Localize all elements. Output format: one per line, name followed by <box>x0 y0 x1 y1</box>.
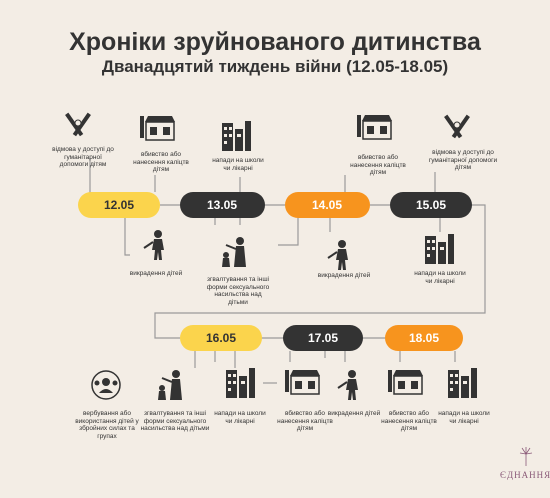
svg-text:12.05: 12.05 <box>104 198 134 212</box>
sexual-violence-icon <box>221 236 247 268</box>
date-pill-1605: 16.05 <box>180 325 262 351</box>
destroyed-building-icon <box>425 234 454 264</box>
denial-icon <box>443 114 471 139</box>
date-pill-1405: 14.05 <box>285 192 370 218</box>
label-abduction-1405: викрадення дітей <box>317 272 371 279</box>
destroyed-building-icon <box>226 368 255 398</box>
abduction-icon <box>143 229 165 261</box>
label-abduction-1305: викрадення дітей <box>129 270 183 277</box>
destroyed-building-icon <box>222 121 251 151</box>
label-attacks-1505: напади на школи чи лікарні <box>414 270 466 285</box>
label-kill-1805: вбивство або нанесення каліцтв дітям <box>381 410 437 432</box>
sexual-violence-icon <box>157 369 183 401</box>
shop-damage-icon <box>356 114 393 140</box>
label-denial-1205: відмова у доступі до гуманітарної допомо… <box>52 146 114 168</box>
svg-text:16.05: 16.05 <box>206 331 236 345</box>
date-pill-1505: 15.05 <box>390 192 472 218</box>
label-attacks-1605: напади на школи чи лікарні <box>214 410 266 425</box>
page-title: Хроніки зруйнованого дитинства <box>69 28 481 56</box>
timeline-connector <box>89 158 486 384</box>
date-pill-1805: 18.05 <box>385 325 463 351</box>
label-sexual-1605: згвалтування та інші форми сексуального … <box>140 410 210 432</box>
label-abduction-1705: викрадення дітей <box>327 410 381 417</box>
svg-text:15.05: 15.05 <box>416 198 446 212</box>
svg-text:13.05: 13.05 <box>207 198 237 212</box>
date-pill-1305: 13.05 <box>180 192 265 218</box>
recruitment-icon <box>91 370 121 400</box>
abduction-icon <box>327 239 349 271</box>
label-sexual-1305: згвалтування та інші форми сексуального … <box>206 276 270 306</box>
date-pill-1205: 12.05 <box>78 192 160 218</box>
abduction-icon <box>337 369 359 401</box>
logo-text: ЄДНАННЯ <box>500 470 550 480</box>
label-kill-1305: вбивство або нанесення каліцтв дітям <box>133 151 189 173</box>
label-kill-1405: вбивство або нанесення каліцтв дітям <box>350 154 406 176</box>
destroyed-building-icon <box>448 368 477 398</box>
page-subtitle: Дванадцятий тиждень війни (12.05-18.05) <box>101 57 449 76</box>
svg-text:14.05: 14.05 <box>312 198 342 212</box>
shop-damage-icon <box>139 115 176 141</box>
svg-text:18.05: 18.05 <box>409 331 439 345</box>
shop-damage-icon <box>387 369 424 395</box>
shop-damage-icon <box>284 369 321 395</box>
logo-icon <box>519 447 533 466</box>
label-denial-1505: відмова у доступі до гуманітарної допомо… <box>428 149 498 171</box>
label-recruit-1605: вербування або використання дітей у збро… <box>75 410 139 440</box>
denial-icon <box>64 112 92 137</box>
label-attacks-1305: напади на школи чи лікарні <box>212 157 264 172</box>
label-attacks-1805: напади на школи чи лікарні <box>438 410 490 425</box>
label-kill-1705: вбивство або нанесення каліцтв дітям <box>277 410 333 432</box>
date-pill-1705: 17.05 <box>283 325 363 351</box>
svg-text:17.05: 17.05 <box>308 331 338 345</box>
